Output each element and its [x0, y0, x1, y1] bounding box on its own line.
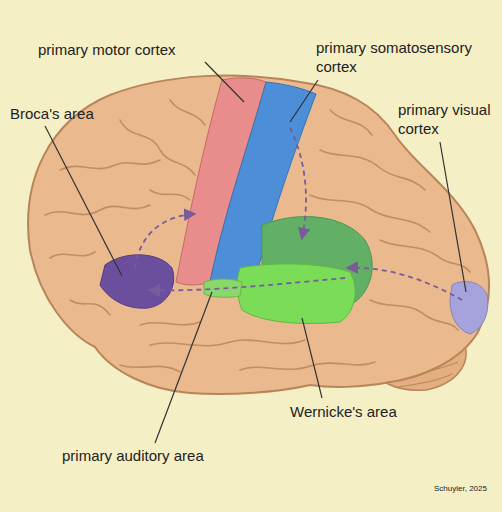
label-text: Schuyler, 2025	[434, 484, 487, 493]
label-text: primary motor cortex	[38, 41, 176, 58]
credit-text: Schuyler, 2025	[434, 484, 498, 494]
label-text: primary somatosensory cortex	[316, 39, 472, 75]
area-label: primary visual cortex	[398, 100, 498, 138]
wernicke-region	[237, 264, 355, 324]
broca-region	[100, 255, 174, 308]
label-text: primary auditory area	[62, 447, 204, 464]
area-label: primary somatosensory cortex	[316, 38, 496, 76]
label-text: Wernicke's area	[290, 403, 397, 420]
pathway-arrows	[135, 128, 462, 300]
area-label: Wernicke's area	[290, 402, 450, 421]
area-label: primary motor cortex	[38, 40, 228, 59]
visual-region	[450, 282, 488, 334]
label-text: primary visual cortex	[398, 101, 491, 137]
label-text: Broca's area	[10, 105, 94, 122]
area-label: primary auditory area	[62, 446, 262, 465]
leader-lines	[45, 62, 466, 443]
area-label: Broca's area	[10, 104, 130, 123]
